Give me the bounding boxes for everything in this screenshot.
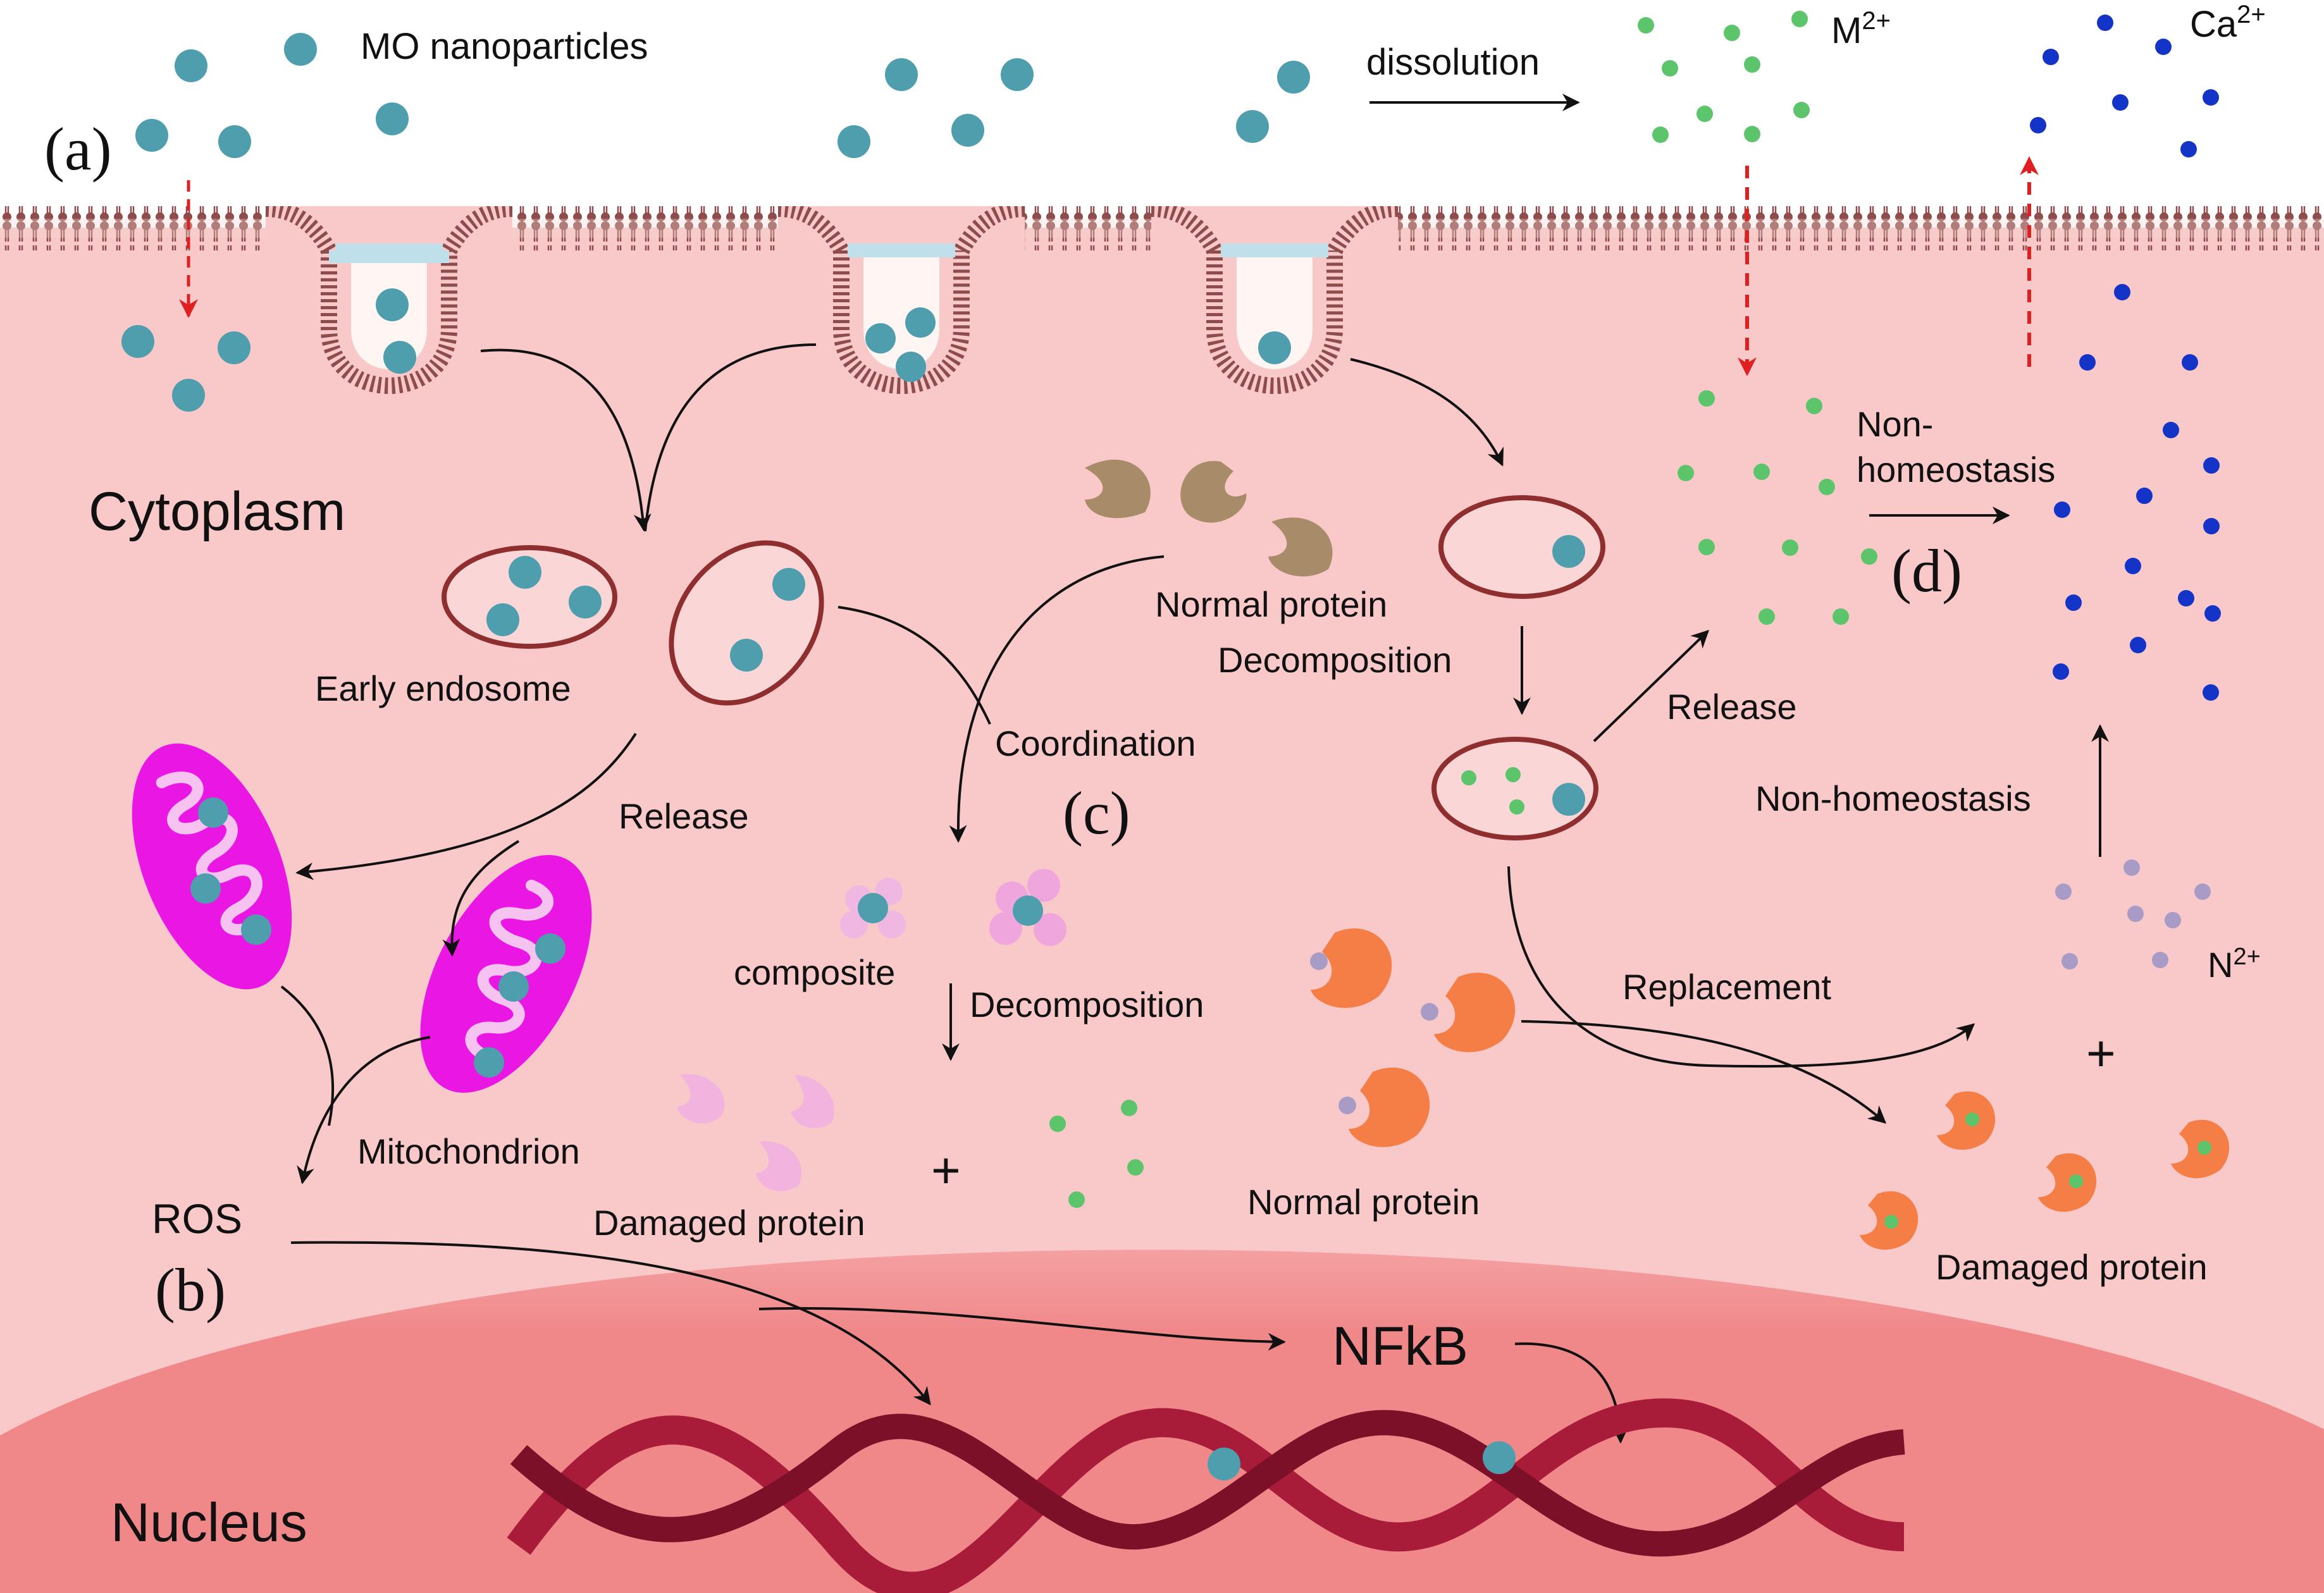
replacement-arrow-from-endosome — [1507, 866, 1975, 1068]
normal-protein-bottom-label: Normal protein — [1247, 1182, 1480, 1222]
plus-left: + — [931, 1142, 961, 1198]
coordination-label: Coordination — [995, 723, 1196, 763]
m2-label: M2+ — [1831, 7, 1891, 51]
nfkb-label: NFkB — [1332, 1316, 1468, 1377]
pit3-to-endosome-arrow — [1350, 358, 1504, 467]
pit2-to-endosome-arrow — [644, 343, 817, 532]
n2-label: N2+ — [2208, 944, 2261, 985]
n-ions — [2055, 859, 2211, 969]
endocytic-pit-2 — [777, 200, 1025, 395]
dna-double-helix — [507, 1398, 1905, 1593]
ros-to-dna-arrow — [290, 1241, 931, 1406]
nucleus-label: Nucleus — [111, 1492, 307, 1553]
panel-a-label: (a) — [44, 115, 112, 183]
release-to-mito-right-arrow — [442, 840, 520, 957]
composite-label: composite — [734, 952, 895, 992]
replacement-arrow-from-proteins — [1521, 1020, 1887, 1124]
nanoparticles-cytoplasm — [121, 325, 250, 412]
ros-label: ROS — [152, 1195, 242, 1242]
ca2-label: Ca2+ — [2190, 1, 2266, 45]
decomposition-top-label: Decomposition — [1218, 640, 1452, 680]
mito-to-ros-arrow-right — [297, 1036, 431, 1184]
non-homeostasis-top-label-2: homeostasis — [1857, 450, 2055, 489]
endosome-right-bottom — [1431, 737, 1598, 840]
release-left-label: Release — [619, 796, 748, 836]
mitochondrion-label: Mitochondrion — [357, 1131, 580, 1171]
metal-ions-inside — [1678, 390, 1877, 625]
cytoplasm-label: Cytoplasm — [89, 481, 345, 542]
decomposition-mid-label: Decomposition — [970, 985, 1204, 1024]
mo-nanoparticles-outside — [135, 33, 1310, 158]
ros-to-nfkb-arrow — [758, 1307, 1286, 1351]
early-endosome-to-coordination-arrow — [838, 606, 991, 725]
panel-d-label: (d) — [1891, 537, 1962, 605]
endocytic-pit-3 — [1151, 200, 1399, 395]
mitochondrion-right — [420, 855, 592, 1093]
nanoparticles-in-pits — [376, 288, 1291, 382]
damaged-protein-left-label: Damaged protein — [593, 1203, 865, 1243]
damaged-proteins-orange — [1860, 1091, 2230, 1250]
plus-right: + — [2086, 1025, 2116, 1081]
panel-c-label: (c) — [1063, 779, 1130, 847]
non-homeostasis-mid-label: Non-homeostasis — [1755, 778, 2031, 818]
release-right-label: Release — [1667, 687, 1796, 727]
dissolution-label: dissolution — [1366, 42, 1540, 83]
replacement-label: Replacement — [1622, 967, 1831, 1007]
metal-ions-released-c — [1049, 1100, 1144, 1208]
normal-protein-to-composite-arrow — [949, 555, 1165, 843]
calcium-ions-outside — [2030, 15, 2219, 157]
normal-proteins-orange — [1310, 928, 1516, 1147]
metal-ions-outside — [1638, 11, 1810, 143]
normal-protein-brown — [1085, 459, 1333, 577]
damaged-protein-right-label: Damaged protein — [1936, 1247, 2208, 1287]
panel-b-label: (b) — [155, 1256, 226, 1324]
composite-molecules — [840, 869, 1066, 946]
non-homeostasis-top-label-1: Non- — [1857, 404, 1933, 444]
release-to-mito-left-arrow — [295, 732, 637, 880]
release-right-arrow — [1593, 630, 1710, 742]
mo-nanoparticles-label: MO nanoparticles — [361, 26, 648, 67]
early-endosome-2 — [669, 540, 824, 706]
mitochondrion-left — [132, 743, 292, 990]
calcium-ions-inside — [2053, 284, 2221, 701]
normal-protein-top-label: Normal protein — [1155, 584, 1387, 624]
early-endosome-label: Early endosome — [315, 668, 571, 708]
damaged-proteins-pink — [677, 1074, 834, 1191]
early-endosome-1 — [442, 545, 617, 649]
endosome-right-top — [1438, 495, 1605, 599]
pit1-to-endosome-arrow — [480, 348, 652, 532]
